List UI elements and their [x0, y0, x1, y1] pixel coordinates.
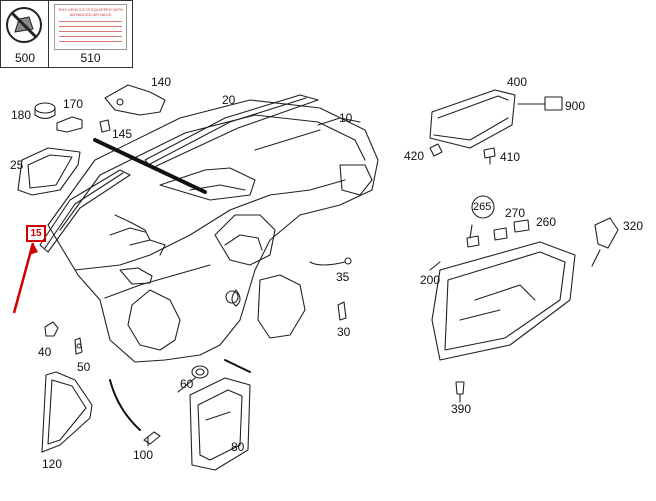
callout-50[interactable]: 50: [77, 360, 91, 374]
callout-420[interactable]: 420: [404, 149, 425, 163]
callout-400[interactable]: 400: [507, 75, 528, 89]
no-airbag-child-seat-icon: [6, 7, 42, 43]
legend-label-500: 500: [14, 51, 36, 65]
part-25-vent: [17, 147, 81, 196]
callout-80[interactable]: 80: [231, 440, 245, 454]
callout-40[interactable]: 40: [38, 345, 52, 359]
callout-25[interactable]: 25: [10, 158, 24, 172]
callout-270[interactable]: 270: [505, 206, 526, 220]
callout-20[interactable]: 20: [222, 93, 236, 107]
callout-15-highlighted[interactable]: 15: [26, 225, 46, 242]
legend-box-500[interactable]: 500: [0, 0, 50, 68]
warning-label-line-1: THIS VEHICLE IS EQUIPPED WITH: [57, 7, 124, 12]
part-140-cover: [104, 84, 166, 116]
callout-180[interactable]: 180: [11, 108, 32, 122]
warning-label-line-2: ADVANCED AIR BAGS: [69, 12, 112, 17]
callout-170[interactable]: 170: [63, 97, 84, 111]
callout-900[interactable]: 900: [565, 99, 586, 113]
callout-265[interactable]: 265: [473, 201, 492, 213]
callout-390[interactable]: 390: [451, 402, 472, 416]
part-80-panel: [189, 377, 251, 471]
callout-200[interactable]: 200: [420, 273, 441, 287]
callout-60[interactable]: 60: [180, 377, 194, 391]
callout-260[interactable]: 260: [536, 215, 557, 229]
callout-410[interactable]: 410: [500, 150, 521, 164]
callout-100[interactable]: 100: [133, 448, 154, 462]
callout-30[interactable]: 30: [337, 325, 351, 339]
callout-120[interactable]: 120: [42, 457, 63, 471]
part-120-panel: [41, 371, 93, 453]
part-400-airbag: [429, 89, 516, 149]
callout-320[interactable]: 320: [623, 219, 644, 233]
callout-140[interactable]: 140: [151, 75, 172, 89]
part-15-strip: [39, 169, 131, 253]
part-200-glovebox: [431, 241, 576, 361]
airbag-warning-label-icon: THIS VEHICLE IS EQUIPPED WITH ADVANCED A…: [54, 4, 127, 50]
callout-10[interactable]: 10: [339, 111, 353, 125]
legend-box-510[interactable]: THIS VEHICLE IS EQUIPPED WITH ADVANCED A…: [48, 0, 133, 68]
legend-label-510: 510: [80, 51, 101, 65]
callout-35[interactable]: 35: [336, 270, 350, 284]
callout-145[interactable]: 145: [112, 127, 133, 141]
